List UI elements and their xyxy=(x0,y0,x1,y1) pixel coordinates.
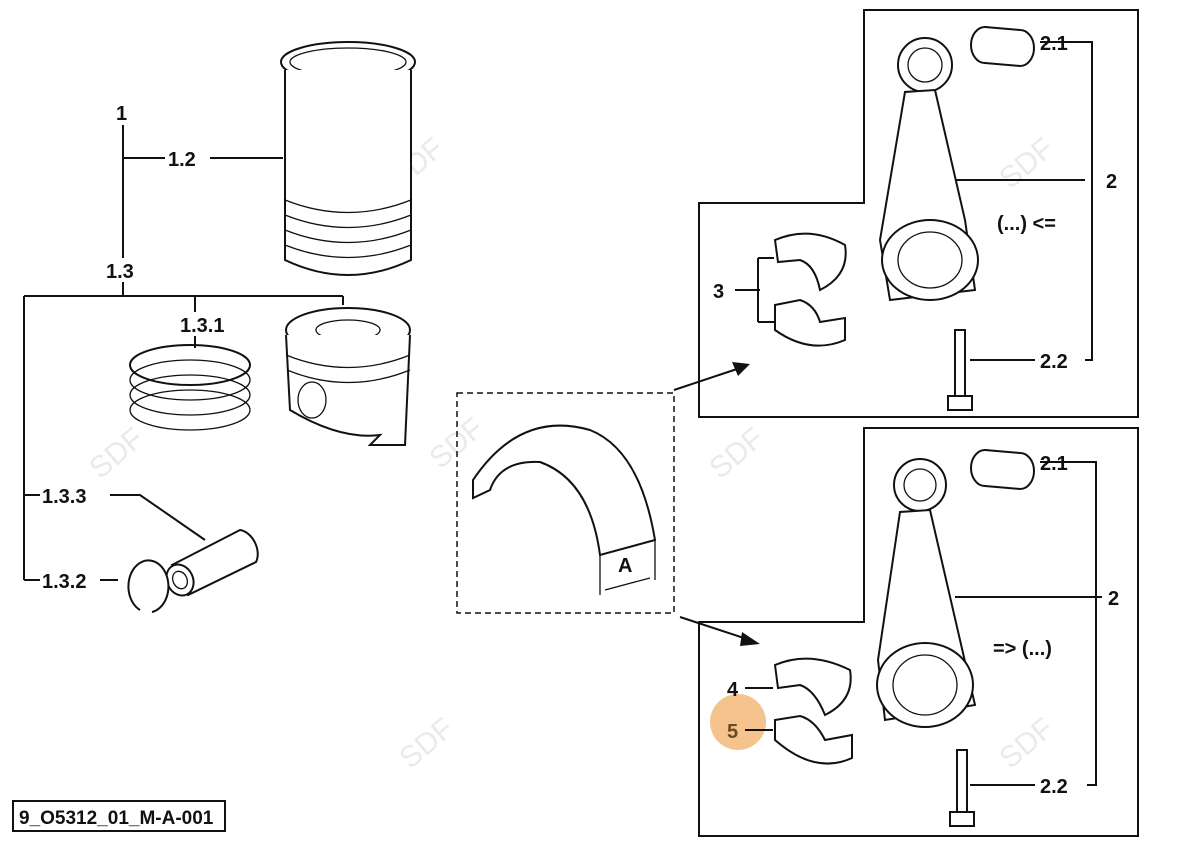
connecting-rod[interactable] xyxy=(878,37,979,302)
highlight-marker xyxy=(710,694,766,750)
label-1-3-3: 1.3.3 xyxy=(42,486,86,508)
connecting-rod[interactable] xyxy=(876,458,977,728)
label-4: 4 xyxy=(727,679,739,701)
label-2-2-top: 2.2 xyxy=(1040,351,1068,373)
piston-rings[interactable] xyxy=(129,344,251,431)
note-top: (...) <= xyxy=(997,213,1056,235)
label-3: 3 xyxy=(713,281,724,303)
piston[interactable] xyxy=(285,307,411,446)
circlip[interactable] xyxy=(127,559,170,613)
label-5[interactable]: 5 xyxy=(727,721,738,743)
drawing-id-box: 9_O5312_01_M-A-001 xyxy=(12,800,226,832)
label-2-top: 2 xyxy=(1106,171,1117,193)
drawing-id: 9_O5312_01_M-A-001 xyxy=(19,808,214,829)
small-end-bushing[interactable] xyxy=(970,449,1035,491)
rod-bolt[interactable] xyxy=(947,329,973,411)
label-1: 1 xyxy=(116,103,127,125)
bottom-right-panel: 2.1 2 => (...) 4 5 2.2 xyxy=(698,427,1139,837)
small-end-bushing[interactable] xyxy=(970,26,1035,68)
cylinder-liner[interactable] xyxy=(280,41,416,276)
bearing-shell-detail[interactable]: A xyxy=(456,362,760,646)
watermark: SDF xyxy=(83,422,150,486)
watermark: SDF xyxy=(393,712,460,776)
label-2-1-top: 2.1 xyxy=(1040,33,1068,55)
bearing-shells[interactable] xyxy=(773,657,853,765)
label-2-bottom: 2 xyxy=(1108,588,1119,610)
label-1-3-2: 1.3.2 xyxy=(42,571,86,593)
label-1-3-1: 1.3.1 xyxy=(180,315,224,337)
label-a: A xyxy=(618,555,632,577)
rod-bolt[interactable] xyxy=(949,749,975,827)
label-2-2-bottom: 2.2 xyxy=(1040,776,1068,798)
watermark: SDF xyxy=(703,422,770,486)
label-2-1-bottom: 2.1 xyxy=(1040,453,1068,475)
label-1-2: 1.2 xyxy=(168,149,196,171)
left-leader-lines xyxy=(23,125,344,581)
piston-pin[interactable] xyxy=(161,528,259,600)
bearing-shells[interactable] xyxy=(773,232,847,347)
top-right-panel: 2.1 2 (...) <= 3 2.2 xyxy=(698,9,1139,418)
label-1-3: 1.3 xyxy=(106,261,134,283)
note-bottom: => (...) xyxy=(993,638,1052,660)
watermark: SDF xyxy=(993,132,1060,196)
watermark: SDF xyxy=(993,712,1060,776)
